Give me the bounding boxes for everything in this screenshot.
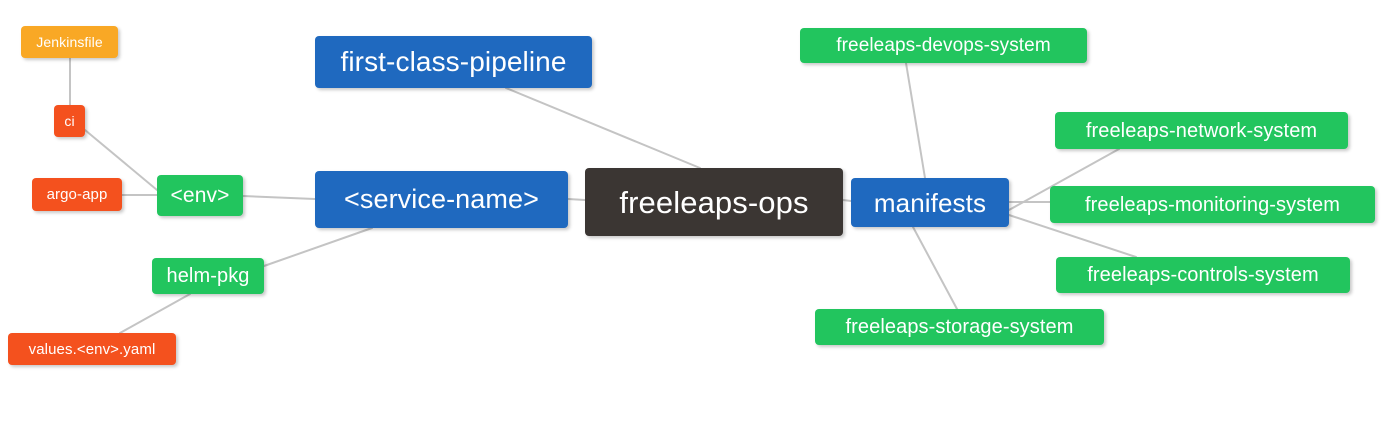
edge-manifests-to-freeleaps-devops-system [905, 62, 926, 179]
node-label-argo-app: argo-app [46, 186, 108, 203]
node-freeleaps-network-system[interactable]: freeleaps-network-system [1055, 112, 1348, 149]
node-freeleaps-devops-system[interactable]: freeleaps-devops-system [800, 28, 1087, 63]
node-label-manifests: manifests [873, 187, 987, 218]
node-manifests[interactable]: manifests [851, 178, 1009, 227]
edge-env-to-service-name [242, 195, 316, 200]
edge-first-class-pipeline-to-freeleaps-ops [505, 87, 701, 169]
node-ci[interactable]: ci [54, 105, 85, 137]
node-jenkinsfile[interactable]: Jenkinsfile [21, 26, 118, 58]
edge-service-name-to-helm-pkg [263, 227, 373, 267]
node-label-ci: ci [64, 113, 75, 129]
node-label-freeleaps-storage-system: freeleaps-storage-system [845, 316, 1074, 338]
edge-freeleaps-ops-to-manifests [842, 199, 852, 202]
node-helm-pkg[interactable]: helm-pkg [152, 258, 264, 294]
node-label-freeleaps-controls-system: freeleaps-controls-system [1087, 264, 1319, 286]
node-freeleaps-controls-system[interactable]: freeleaps-controls-system [1056, 257, 1350, 293]
node-freeleaps-ops[interactable]: freeleaps-ops [585, 168, 843, 236]
node-label-freeleaps-monitoring-system: freeleaps-monitoring-system [1084, 193, 1340, 216]
node-label-env: <env> [170, 184, 230, 207]
edge-helm-pkg-to-values-yaml [119, 293, 191, 334]
node-label-helm-pkg: helm-pkg [166, 265, 250, 287]
node-service-name[interactable]: <service-name> [315, 171, 568, 228]
node-label-first-class-pipeline: first-class-pipeline [340, 46, 567, 77]
node-label-service-name: <service-name> [344, 184, 539, 214]
node-first-class-pipeline[interactable]: first-class-pipeline [315, 36, 592, 88]
edge-manifests-to-freeleaps-storage-system [912, 226, 958, 310]
node-freeleaps-monitoring-system[interactable]: freeleaps-monitoring-system [1050, 186, 1375, 223]
node-freeleaps-storage-system[interactable]: freeleaps-storage-system [815, 309, 1104, 345]
node-label-freeleaps-network-system: freeleaps-network-system [1085, 119, 1318, 142]
node-label-freeleaps-ops: freeleaps-ops [619, 184, 809, 220]
node-label-jenkinsfile: Jenkinsfile [36, 34, 103, 50]
edge-service-name-to-freeleaps-ops [567, 198, 586, 201]
node-argo-app[interactable]: argo-app [32, 178, 122, 211]
node-label-freeleaps-devops-system: freeleaps-devops-system [836, 35, 1051, 56]
node-label-values-yaml: values.<env>.yaml [28, 340, 156, 358]
node-env[interactable]: <env> [157, 175, 243, 216]
node-values-yaml[interactable]: values.<env>.yaml [8, 333, 176, 365]
